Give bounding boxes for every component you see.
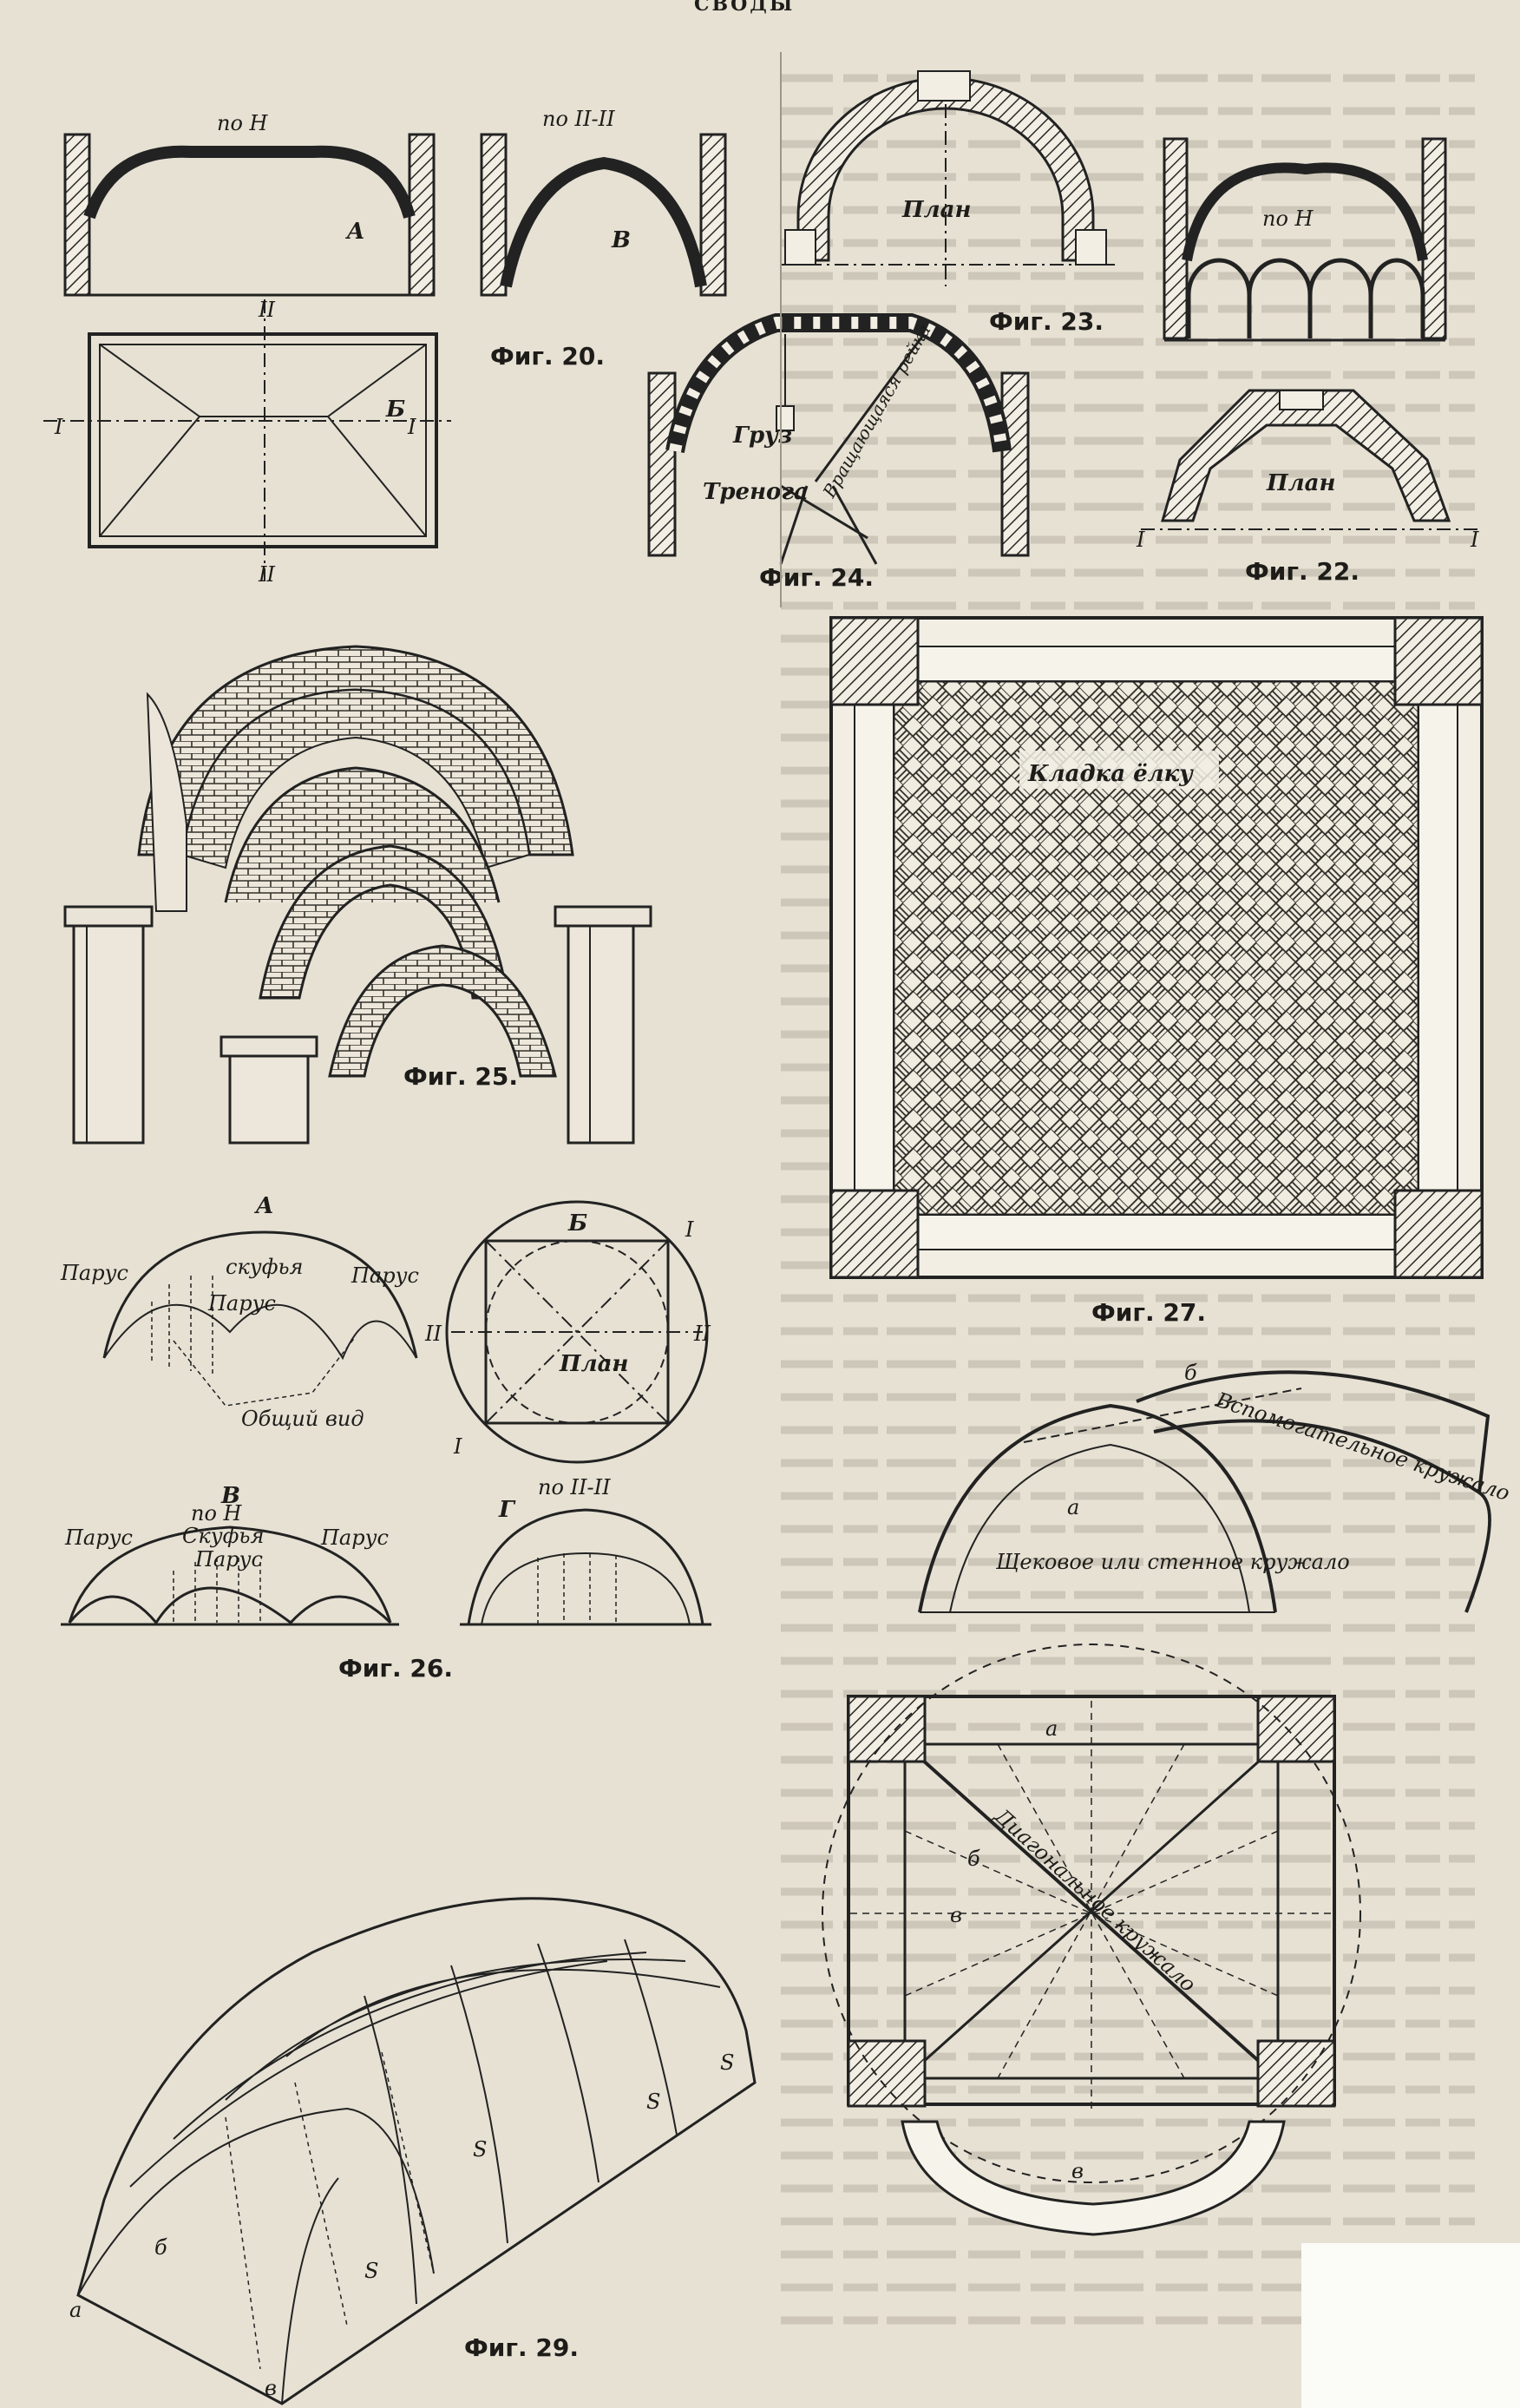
fig22-axis-left: I (1136, 528, 1145, 552)
fig26-b-letter: Б (567, 1211, 587, 1237)
fig23-caption: Фиг. 23. (989, 307, 1104, 336)
fig22-plan-label: План (1266, 470, 1335, 496)
fig28-wall-centering: Щековое или стенное кружало (995, 1550, 1350, 1574)
fig26-g-letter: Г (498, 1497, 516, 1523)
fig20-axis1-right: I (407, 415, 416, 439)
fig24: Груз Вращающаяся рейка Тренога Фиг. 24. (647, 313, 1030, 592)
fig20-a-section-label: по H (217, 111, 269, 135)
fig22: по H План I I Фиг. 22. (1136, 137, 1479, 586)
fig28-letter-v: в (950, 1903, 962, 1927)
fig29-caption: Фиг. 29. (464, 2333, 579, 2362)
fig29-a: а (69, 2298, 82, 2322)
fig29-v: в (265, 2376, 277, 2400)
fig20: по H A по II-II B I I II II Б Фиг. 20. (43, 107, 727, 587)
fig29-s3: S (720, 2050, 734, 2075)
fig28-letter-a: а (1067, 1495, 1079, 1519)
fig26-v-sail-right: Парус (320, 1526, 389, 1550)
fig22-section-label: по H (1262, 207, 1314, 231)
fig27-masonry-label: Кладка ёлку (1027, 761, 1194, 787)
fig26-skufya: скуфья (226, 1255, 303, 1279)
fig26-v-sail-center: Парус (194, 1547, 263, 1571)
fig28-diagonal: Диагональное кружало (989, 1803, 1200, 1997)
fig29-s4: S (364, 2259, 378, 2283)
fig26-v-section: по H (191, 1501, 243, 1526)
fig24-weight-label: Груз (732, 423, 792, 449)
fig20-b-letter: B (611, 227, 631, 253)
fig28-aux-centering: Вспомогательное кружало (1212, 1388, 1512, 1506)
fig20-caption: Фиг. 20. (490, 342, 605, 371)
fig24-tripod-label: Тренога (703, 479, 809, 505)
fig20-a-letter: A (344, 219, 364, 245)
fig25: Фиг. 25. (63, 645, 652, 1145)
fig29-s2: S (646, 2090, 660, 2114)
fig26-v-skufya: Скуфья (182, 1524, 264, 1548)
fig26-sail-center: Парус (207, 1291, 276, 1316)
fig26-a-letter: A (253, 1193, 273, 1219)
fig24-caption: Фиг. 24. (759, 563, 874, 592)
fig28-letter-a2: а (1045, 1716, 1058, 1741)
fig25-caption: Фиг. 25. (403, 1062, 518, 1091)
page-header: СВОДЫ (694, 0, 796, 16)
fig26-plan: План (559, 1351, 628, 1377)
fig29-b: б (154, 2235, 167, 2260)
fig26-axis1-top: I (685, 1217, 694, 1242)
fig26-sail-left: Парус (60, 1261, 128, 1285)
fig20-axis2-top: II (258, 298, 275, 322)
fig26-sail-right: Парус (351, 1263, 419, 1288)
fig26-caption: Фиг. 26. (338, 1654, 453, 1683)
fig26-g-section: по II-II (538, 1475, 611, 1499)
fig27-caption: Фиг. 27. (1091, 1298, 1206, 1327)
fig26-general-view: Общий вид (241, 1407, 364, 1431)
fig29: а б в S S S S Фиг. 29. (69, 1897, 757, 2405)
fig26: A Парус скуфья Парус Парус Общий вид Б П… (60, 1193, 711, 1683)
fig22-caption: Фиг. 22. (1245, 557, 1359, 586)
fig24-rail-label: Вращающаяся рейка (818, 320, 934, 502)
fig26-axis2-right: II (693, 1322, 711, 1346)
fig20-plan-letter: Б (385, 397, 405, 423)
fig28-letter-v2: в (1071, 2159, 1084, 2183)
fig26-axis2-left: II (424, 1322, 442, 1346)
fig28-letter-b2: б (967, 1847, 980, 1871)
fig22-axis-right: I (1470, 528, 1479, 552)
fig26-v-sail-left: Парус (64, 1526, 133, 1550)
fig20-axis1-left: I (54, 415, 63, 439)
fig29-s1: S (473, 2137, 487, 2162)
fig26-axis1-bottom: I (453, 1434, 462, 1459)
fig23-plan-label: План (901, 197, 971, 223)
fig20-axis2-bottom: II (258, 562, 275, 587)
blank-corner (1301, 2243, 1520, 2408)
fig28-letter-b: б (1184, 1361, 1197, 1385)
fig20-b-section-label: по II-II (542, 107, 615, 131)
fig23: План Фиг. 23. (781, 70, 1115, 336)
fig27: Кладка ёлку Фиг. 27. (829, 616, 1484, 1327)
fig26-v-letter: B (220, 1483, 240, 1509)
fig28: б Вспомогательное кружало а Щековое или … (822, 1361, 1513, 2236)
